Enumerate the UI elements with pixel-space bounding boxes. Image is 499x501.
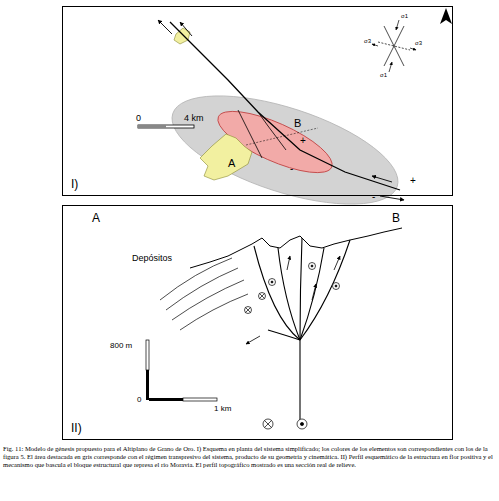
- map-label: A: [92, 212, 100, 224]
- figure-caption: Fig. 11: Modelo de génesis propuesto par…: [3, 445, 495, 469]
- map-label: -: [372, 192, 375, 202]
- slip-arrow: [287, 256, 290, 270]
- map-label: +: [300, 136, 306, 146]
- slip-arrow: [246, 336, 260, 344]
- panel-label: I): [71, 177, 78, 191]
- map-label: 4 km: [184, 114, 204, 123]
- shear-arrow: [380, 196, 404, 200]
- map-label: σ3: [415, 40, 422, 46]
- map-label: B: [294, 118, 301, 129]
- deposit-layers: [160, 258, 248, 330]
- slip-arrow: [312, 284, 316, 300]
- map-label: σ1: [401, 13, 408, 19]
- slip-arrow: [334, 256, 340, 270]
- map-label: A: [228, 158, 235, 169]
- scale-bar: [138, 125, 194, 128]
- map-label: σ3: [364, 38, 371, 44]
- shear-arrow: [180, 22, 192, 36]
- map-label: 0: [136, 114, 141, 123]
- north-arrow: [440, 8, 452, 24]
- plan-view: [138, 8, 452, 226]
- deposit: [200, 134, 252, 180]
- fault: [238, 110, 262, 158]
- shear-arrow: [372, 176, 392, 182]
- scale-bar: [146, 340, 217, 401]
- panel-label: II): [71, 421, 82, 435]
- cross-section: [146, 228, 402, 429]
- map-label: +: [410, 176, 416, 186]
- map-label: 0: [137, 396, 141, 404]
- transpression-area: [160, 74, 410, 227]
- map-label: B: [392, 212, 400, 224]
- flower-faults: [254, 238, 350, 428]
- figure-panel: I): [62, 6, 453, 196]
- figure-panel: II): [62, 205, 453, 440]
- shear-arrow: [158, 20, 172, 34]
- stress-diagram: [372, 20, 416, 72]
- topographic-profile: [190, 228, 402, 268]
- motion-symbols: [245, 263, 340, 430]
- map-label: Depósitos: [132, 254, 172, 263]
- scale-bar: [138, 125, 166, 128]
- map-label: 1 km: [214, 405, 231, 413]
- section-line: [246, 128, 318, 145]
- fault: [258, 112, 286, 150]
- map-label: -: [290, 164, 293, 174]
- map-label: 800 m: [110, 342, 132, 350]
- fault: [170, 22, 400, 190]
- map-label: σ1: [380, 72, 387, 78]
